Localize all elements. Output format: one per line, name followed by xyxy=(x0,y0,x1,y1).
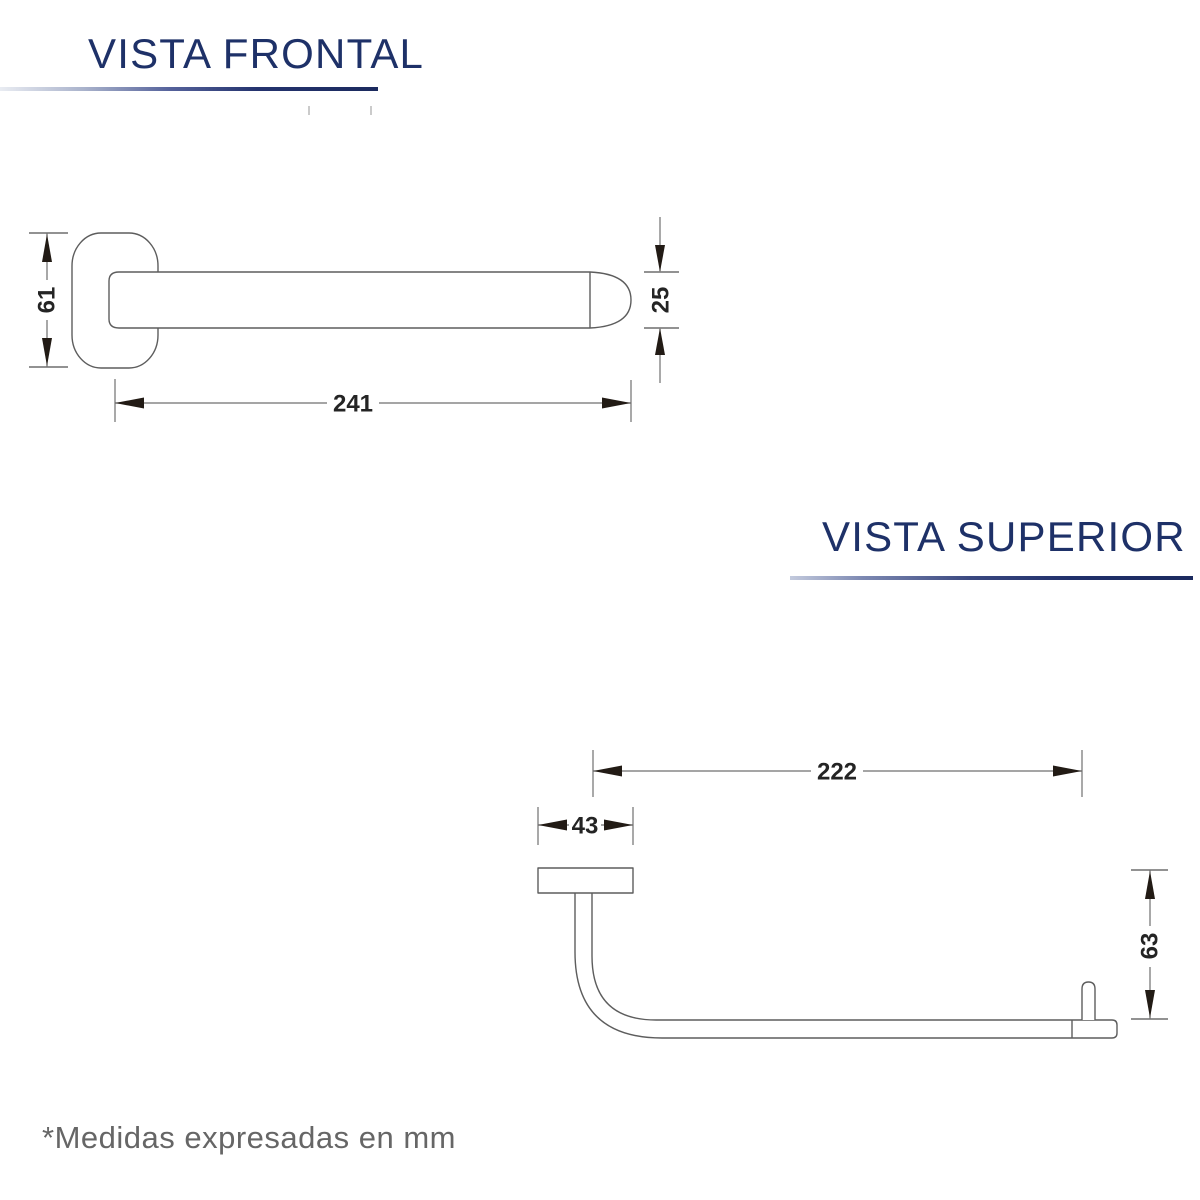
dimension-222: 222 xyxy=(592,750,1083,797)
dim-43-label: 43 xyxy=(572,813,599,840)
retaining-peg-outline xyxy=(1081,981,1096,1020)
dim-241-label: 241 xyxy=(333,391,373,418)
dim-61-label: 61 xyxy=(34,287,61,314)
dim-63-label: 63 xyxy=(1137,933,1164,960)
dimension-43: 43 xyxy=(537,807,634,845)
front-view-drawing: 61 25 241 xyxy=(29,217,679,422)
dimension-61: 61 xyxy=(29,232,68,368)
units-footnote: *Medidas expresadas en mm xyxy=(42,1120,456,1155)
stray-tick-mark xyxy=(370,106,372,115)
arm-outline xyxy=(574,893,1118,1039)
top-view-drawing: 222 43 xyxy=(537,750,1168,1039)
front-view-title-underline xyxy=(0,87,378,91)
bar-outline xyxy=(108,271,590,329)
top-plate-outline xyxy=(537,867,634,894)
top-view-title: VISTA SUPERIOR xyxy=(822,513,1186,560)
stray-tick-mark xyxy=(308,106,310,115)
dim-25-label: 25 xyxy=(648,287,675,314)
dim-222-label: 222 xyxy=(817,759,857,786)
dimension-63: 63 xyxy=(1131,869,1168,1020)
dimension-25: 25 xyxy=(644,217,679,383)
front-view-title: VISTA FRONTAL xyxy=(88,30,425,77)
bar-end-cap xyxy=(589,271,632,329)
top-view-title-underline xyxy=(790,576,1193,580)
dimension-241: 241 xyxy=(114,379,632,422)
